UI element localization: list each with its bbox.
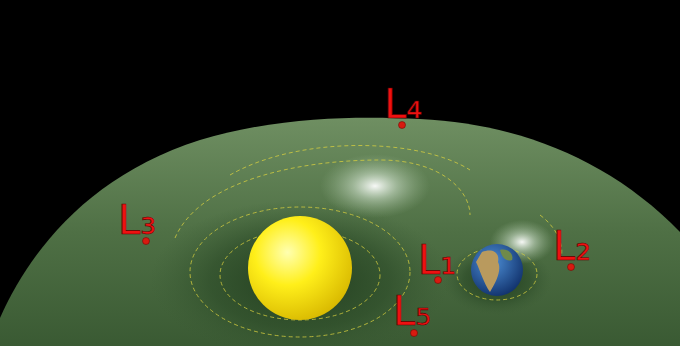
lagrange-label: L₅ [393,291,431,331]
lagrange-label: L₂ [553,226,591,266]
lagrange-label: L₁ [418,240,456,280]
lagrange-label: L₃ [118,200,156,240]
lagrange-label: L₄ [384,84,422,124]
